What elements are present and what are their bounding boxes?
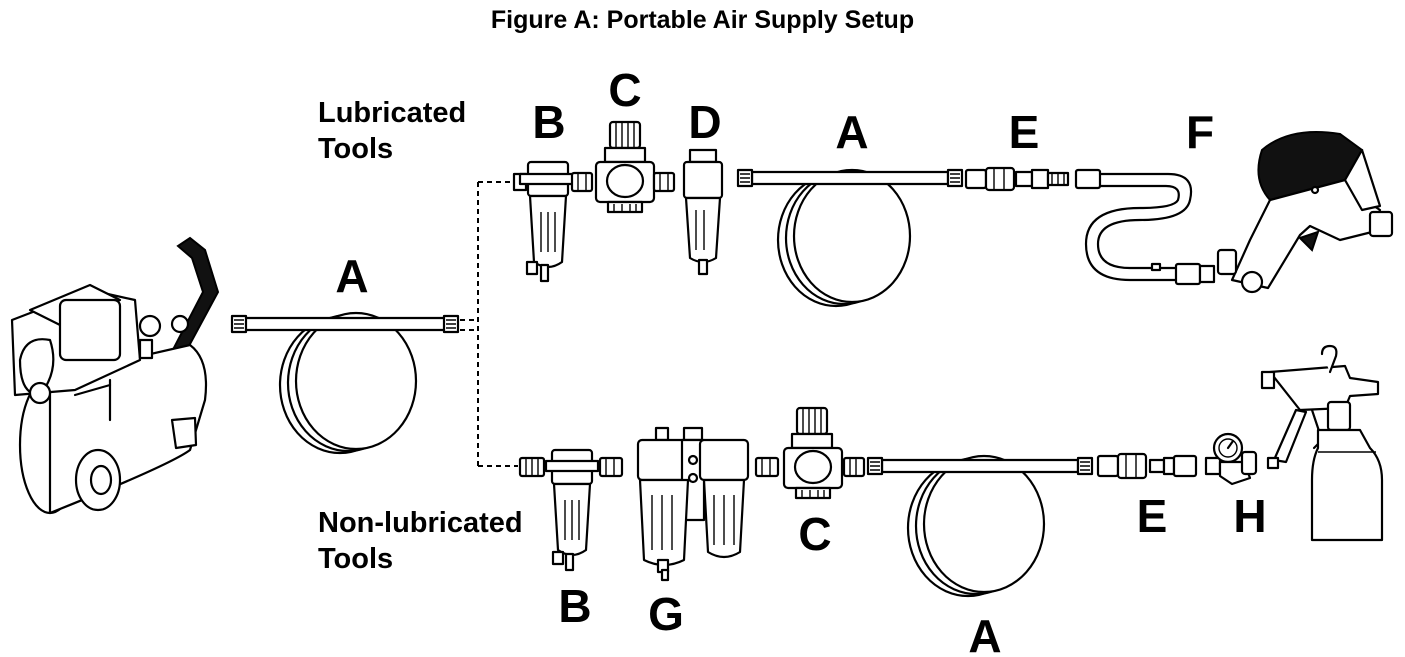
bottom-regulator (782, 406, 844, 500)
top-lubricator (682, 148, 724, 276)
label-top-coupler: E (1009, 106, 1040, 158)
bottom-filter (544, 448, 600, 572)
label-bottom-coupler: E (1137, 490, 1168, 542)
label-bottom-gauge: H (1233, 490, 1266, 542)
label-top-lubricator: D (688, 96, 721, 148)
top-nipple-2 (652, 171, 676, 193)
label-top-whip-hose: F (1186, 106, 1214, 158)
bottom-nipple-1 (598, 456, 624, 478)
bottom-nipple-3 (842, 456, 866, 478)
lubricated-tools-label: Lubricated Tools (318, 95, 466, 167)
dashed-split-lines (460, 181, 518, 467)
figure-title: Figure A: Portable Air Supply Setup (490, 6, 915, 34)
non-lubricated-tools-label: Non-lubricated Tools (318, 505, 523, 577)
label-top-regulator: C (608, 64, 641, 116)
bottom-pressure-gauge (1204, 432, 1258, 486)
lubricated-label-line1: Lubricated (318, 97, 467, 129)
bottom-air-hose (866, 454, 1094, 598)
label-bottom-filter: B (558, 580, 591, 632)
lubricated-label-line2: Tools (318, 133, 394, 165)
air-compressor (10, 236, 220, 515)
top-nipple-1 (570, 171, 594, 193)
bottom-coupler (1096, 452, 1198, 480)
top-coupler (964, 166, 1070, 192)
non-lubricated-label-line1: Non-lubricated (318, 507, 523, 539)
label-bottom-hose: A (968, 610, 1001, 657)
label-top-hose: A (835, 106, 868, 158)
label-main-hose: A (335, 250, 368, 302)
main-air-hose (230, 311, 460, 455)
top-regulator (594, 120, 656, 214)
top-air-hose (736, 168, 964, 308)
non-lubricated-label-line2: Tools (318, 543, 394, 575)
label-bottom-regulator: C (798, 508, 831, 560)
label-bottom-frl: G (648, 588, 684, 640)
bottom-nipple-2 (754, 456, 780, 478)
bottom-inlet-nipple (518, 456, 546, 478)
label-top-filter: B (532, 96, 565, 148)
bottom-frl-unit (636, 426, 750, 582)
top-filter (512, 160, 578, 283)
impact-wrench-icon (1216, 131, 1394, 294)
top-whip-hose (1074, 168, 1216, 286)
spray-gun-icon (1260, 344, 1384, 542)
